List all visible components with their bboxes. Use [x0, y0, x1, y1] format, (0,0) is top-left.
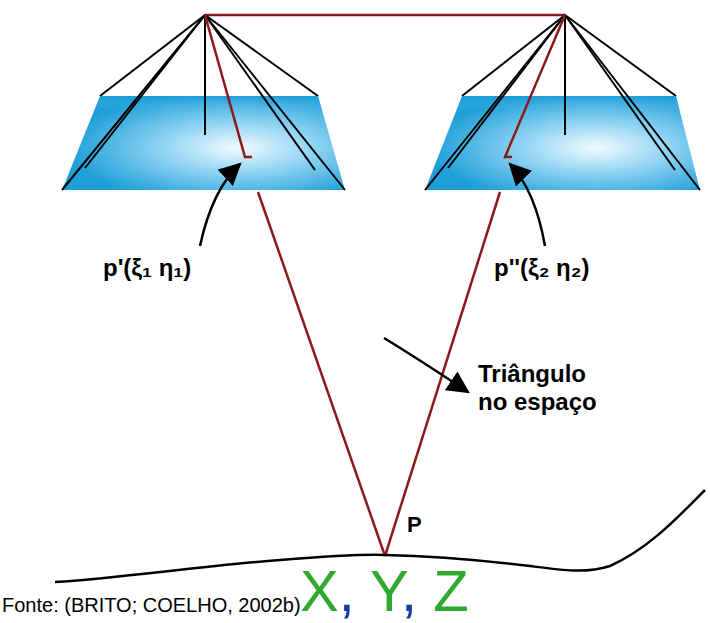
left-camera — [62, 15, 345, 190]
right-camera — [425, 15, 700, 190]
image-point-label: p''(ξ₂ η₂) — [494, 254, 589, 282]
projection-ray — [205, 15, 565, 556]
leader-arrow — [200, 164, 545, 392]
source-caption: Fonte: (BRITO; COELHO, 2002b) — [2, 594, 301, 617]
ground-point-label: P — [405, 512, 424, 537]
coordinate-label: X, Y, Z — [300, 562, 469, 620]
triangle-note: Triângulo no espaço — [478, 360, 618, 415]
base-line — [205, 14, 565, 17]
image-point-label: p'(ξ₁ η₁) — [103, 254, 191, 282]
